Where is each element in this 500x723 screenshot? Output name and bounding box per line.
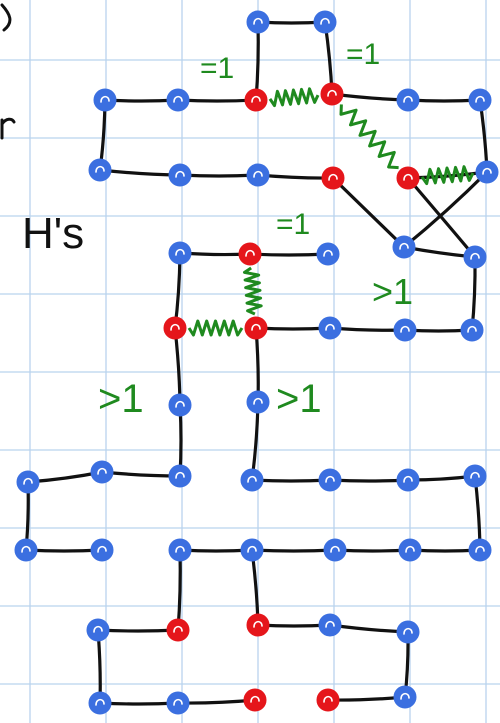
blue-node (246, 163, 270, 187)
side-label: H's (22, 209, 84, 258)
blue-node (166, 691, 190, 715)
blue-node (316, 242, 340, 266)
blue-node (475, 160, 499, 184)
red-node (320, 82, 344, 106)
blue-node (398, 538, 422, 562)
blue-node (88, 158, 112, 182)
blue-node (168, 538, 192, 562)
blue-node (240, 538, 264, 562)
blue-node (240, 468, 264, 492)
spring (187, 319, 244, 337)
blue-node (14, 538, 38, 562)
red-node (396, 166, 420, 190)
spring (268, 87, 320, 108)
spring (420, 165, 475, 186)
red-node (163, 316, 187, 340)
spring (339, 104, 399, 170)
red-node (243, 688, 267, 712)
blue-node (392, 235, 416, 259)
blue-node (16, 470, 40, 494)
blue-node (168, 163, 192, 187)
blue-node (460, 318, 484, 342)
blue-node (318, 316, 342, 340)
blue-node (393, 318, 417, 342)
labels: H's =1 =1 =1 >1 >1 >1 (22, 38, 413, 421)
blue-node (318, 468, 342, 492)
blue-node (313, 10, 337, 34)
equal-one-label: =1 (276, 208, 310, 241)
red-node (246, 613, 270, 637)
blue-node (463, 245, 487, 269)
springs (187, 87, 475, 337)
edge (98, 701, 180, 706)
blue-node (463, 464, 487, 488)
blue-node (90, 460, 114, 484)
blue-node (166, 88, 190, 112)
blue-node (468, 538, 492, 562)
red-node (244, 316, 268, 340)
blue-node (93, 88, 117, 112)
blue-node (323, 538, 347, 562)
red-node (166, 618, 190, 642)
edge (176, 98, 258, 103)
blue-node (90, 538, 114, 562)
red-node (321, 166, 345, 190)
edge (402, 170, 489, 249)
blue-node (318, 613, 342, 637)
red-node (238, 242, 262, 266)
blue-node (168, 464, 192, 488)
edge (250, 478, 332, 483)
edge (178, 173, 260, 178)
blue-node (246, 390, 270, 414)
blue-node (468, 88, 492, 112)
blue-node (168, 241, 192, 265)
red-node (244, 88, 268, 112)
blue-node (396, 88, 420, 112)
nodes (14, 10, 499, 715)
blue-node (168, 393, 192, 417)
equal-one-label: =1 (200, 52, 234, 85)
edge (250, 548, 337, 553)
blue-node (86, 618, 110, 642)
blue-node (246, 10, 270, 34)
equal-one-label: =1 (346, 38, 380, 71)
partial-letter-mark (0, 117, 16, 140)
greater-one-label: >1 (276, 377, 322, 421)
blue-node (393, 685, 417, 709)
blue-node (396, 468, 420, 492)
red-node (316, 688, 340, 712)
greater-one-label: >1 (372, 271, 413, 312)
edge (248, 252, 330, 257)
edge (328, 478, 410, 483)
spring (243, 266, 263, 316)
blue-node (88, 691, 112, 715)
partial-paren-mark (0, 3, 12, 32)
edge (96, 628, 180, 633)
blue-node (396, 620, 420, 644)
greater-one-label: >1 (98, 377, 144, 421)
